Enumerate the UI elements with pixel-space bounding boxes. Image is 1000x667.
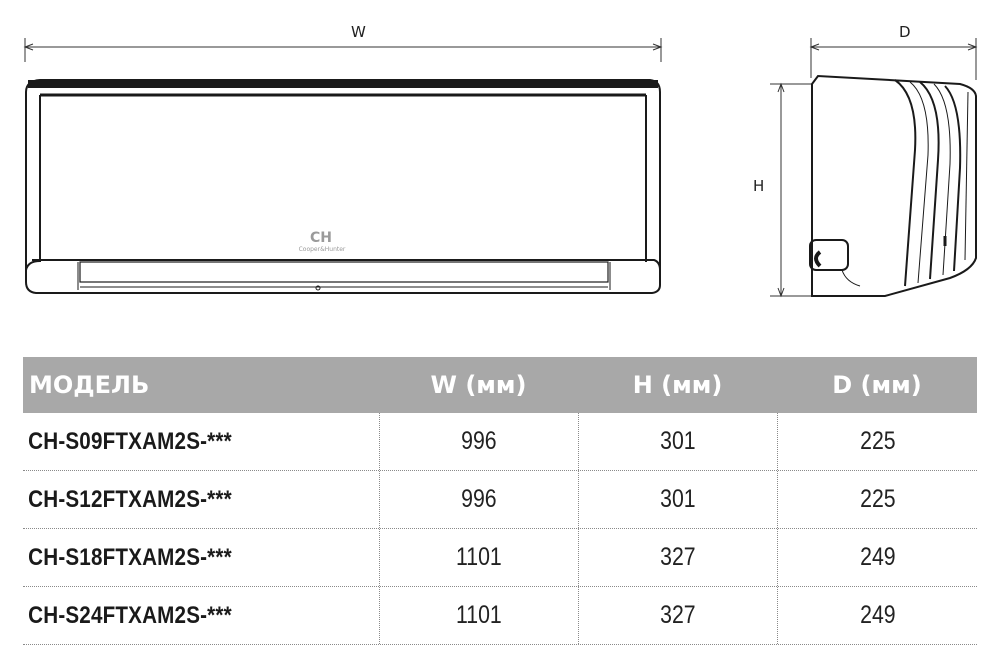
dimensions-table: МОДЕЛЬ W (мм) H (мм) D (мм) CH-S09FTXAM2… <box>23 357 977 645</box>
height-value: 301 <box>660 427 696 455</box>
width-cell: 996 <box>379 471 578 528</box>
depth-value: 249 <box>859 601 896 629</box>
width-label: W <box>351 23 366 41</box>
depth-value: 225 <box>859 485 896 513</box>
table-row: CH-S12FTXAM2S-*** 996 301 225 <box>23 471 977 529</box>
table-row: CH-S24FTXAM2S-*** 1101 327 249 <box>23 587 977 645</box>
logo-mark: CH <box>310 230 332 246</box>
model-cell: CH-S12FTXAM2S-*** <box>28 485 232 513</box>
width-cell: 996 <box>379 413 578 470</box>
width-dimension <box>23 38 663 62</box>
depth-dimension <box>809 38 978 80</box>
height-cell: 327 <box>578 529 777 586</box>
table-row: CH-S09FTXAM2S-*** 996 301 225 <box>23 413 977 471</box>
header-depth: D (мм) <box>832 371 922 399</box>
header-width: W (мм) <box>430 371 527 399</box>
table-header: МОДЕЛЬ W (мм) H (мм) D (мм) <box>23 357 977 413</box>
height-value: 327 <box>660 543 696 571</box>
side-view <box>809 74 977 297</box>
height-value: 301 <box>660 485 696 513</box>
logo-text: Cooper&Hunter <box>299 246 346 253</box>
height-cell: 301 <box>578 471 777 528</box>
depth-cell: 225 <box>777 471 977 528</box>
depth-cell: 225 <box>777 413 977 470</box>
width-value: 1101 <box>456 543 502 571</box>
width-cell: 1101 <box>379 529 578 586</box>
height-label: H <box>753 177 765 195</box>
front-view <box>25 79 661 294</box>
height-cell: 301 <box>578 413 777 470</box>
depth-cell: 249 <box>777 587 977 644</box>
depth-value: 225 <box>859 427 896 455</box>
model-cell: CH-S24FTXAM2S-*** <box>28 601 232 629</box>
brand-logo: CH Cooper&Hunter <box>299 230 346 253</box>
width-value: 1101 <box>456 601 502 629</box>
depth-value: 249 <box>859 543 896 571</box>
unit-dimension-drawing: CH Cooper&Hunter <box>23 38 978 298</box>
height-value: 327 <box>660 601 696 629</box>
width-cell: 1101 <box>379 587 578 644</box>
header-model: МОДЕЛЬ <box>29 371 150 399</box>
header-height: H (мм) <box>632 371 723 399</box>
width-value: 996 <box>461 427 497 455</box>
height-cell: 327 <box>578 587 777 644</box>
table-row: CH-S18FTXAM2S-*** 1101 327 249 <box>23 529 977 587</box>
model-cell: CH-S09FTXAM2S-*** <box>28 427 232 455</box>
width-value: 996 <box>461 485 497 513</box>
depth-cell: 249 <box>777 529 977 586</box>
height-dimension <box>770 82 812 298</box>
model-cell: CH-S18FTXAM2S-*** <box>28 543 232 571</box>
depth-label: D <box>899 23 911 41</box>
